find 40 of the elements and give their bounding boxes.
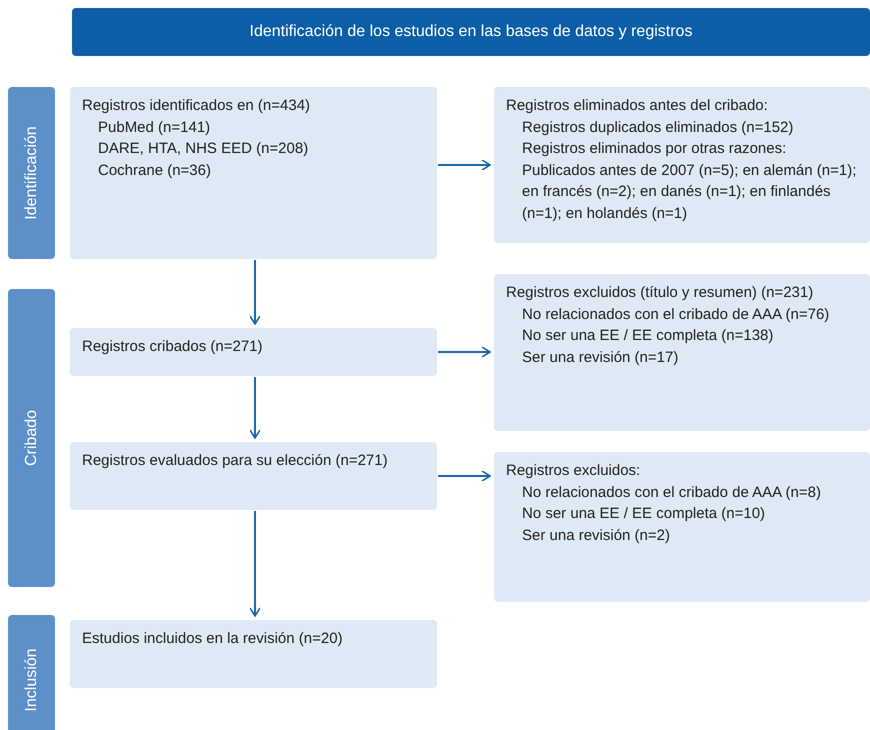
list-item: Registros duplicados eliminados (n=152) xyxy=(522,118,794,138)
process-box xyxy=(494,452,870,602)
list-item: No ser una EE / EE completa (n=138) xyxy=(522,326,774,346)
process-box xyxy=(494,87,870,243)
stage-label: Inclusión xyxy=(22,648,40,712)
stage-label: Identificación xyxy=(22,126,40,220)
stage-band xyxy=(8,87,55,259)
arrow xyxy=(438,470,491,482)
list-item: Ser una revisión (n=17) xyxy=(522,348,680,368)
process-box xyxy=(494,274,870,431)
header-title: Identificación de los estudios en las bases de datos y registros xyxy=(250,23,692,41)
list-item: Ser una revisión (n=2) xyxy=(522,526,671,546)
box-heading: Registros excluidos (título y resumen) (n=231) xyxy=(506,283,814,303)
list-item: Registros eliminados por otras razones: xyxy=(522,139,788,159)
process-box xyxy=(70,442,437,510)
list-item: PubMed (n=141) xyxy=(98,118,212,138)
box-heading: Registros evaluados para su elección (n=271) xyxy=(82,451,389,471)
process-box xyxy=(70,87,437,259)
list-item: No relacionados con el cribado de AAA (n=8) xyxy=(522,482,822,502)
box-heading: Estudios incluidos en la revisión (n=20) xyxy=(82,629,344,649)
list-item: DARE, HTA, NHS EED (n=208) xyxy=(98,139,310,159)
box-heading: Registros identificados en (n=434) xyxy=(82,96,312,116)
process-box xyxy=(70,328,437,376)
arrow xyxy=(438,346,491,358)
stage-band xyxy=(8,289,55,587)
box-heading: Registros cribados (n=271) xyxy=(82,337,264,357)
header-banner xyxy=(72,8,870,56)
box-heading: Registros eliminados antes del cribado: xyxy=(506,96,769,116)
list-item: Publicados antes de 2007 (n=5); en alemán (n=1); en francés (n=2); en danés (n=1); en finlandés (n=1); en holandés (n=1) xyxy=(522,160,858,224)
list-item: No relacionados con el cribado de AAA (n=76) xyxy=(522,304,830,324)
process-box xyxy=(70,620,437,688)
list-item: No ser una EE / EE completa (n=10) xyxy=(522,504,766,524)
list-item: Cochrane (n=36) xyxy=(98,160,212,180)
arrow xyxy=(249,511,261,617)
stage-label: Cribado xyxy=(22,410,40,466)
stage-band xyxy=(8,615,55,730)
box-heading: Registros excluidos: xyxy=(506,461,642,481)
arrow xyxy=(249,260,261,325)
arrow xyxy=(249,377,261,439)
arrow xyxy=(438,159,491,171)
